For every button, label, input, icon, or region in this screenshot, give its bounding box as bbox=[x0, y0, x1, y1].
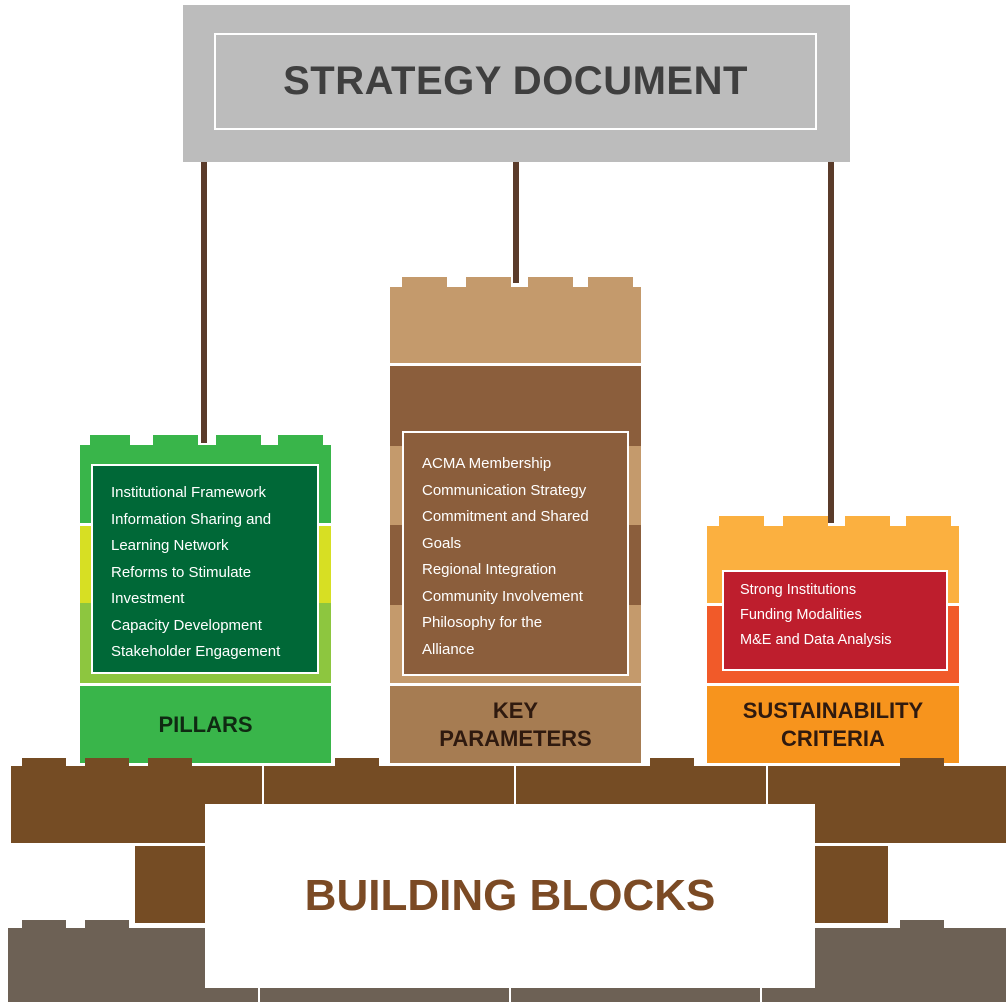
list-item: Strong Institutions bbox=[740, 582, 857, 598]
key-parameters-stud bbox=[402, 277, 447, 287]
list-item: Alliance bbox=[422, 640, 475, 658]
connector-key-parameters bbox=[513, 162, 519, 283]
list-item: Community Involvement bbox=[422, 587, 583, 605]
building-blocks-title: BUILDING BLOCKS bbox=[304, 871, 716, 920]
pillars-label-band: PILLARS bbox=[80, 686, 331, 763]
connector-sustainability bbox=[828, 162, 834, 523]
list-item: Commitment and Shared bbox=[422, 508, 589, 525]
key-parameters-list: ACMA Membership Communication Strategy C… bbox=[422, 451, 627, 663]
key-parameters-list-box: ACMA Membership Communication Strategy C… bbox=[402, 431, 629, 676]
pillars-stud bbox=[153, 435, 198, 445]
strategy-document-frame: STRATEGY DOCUMENT bbox=[214, 33, 817, 130]
sustainability-label-line2: CRITERIA bbox=[781, 725, 885, 751]
key-parameters-stud bbox=[466, 277, 511, 287]
sustainability-stud bbox=[906, 516, 951, 526]
pillars-list-box: Institutional Framework Information Shar… bbox=[91, 464, 319, 674]
connector-pillars bbox=[201, 162, 207, 443]
list-item: Capacity Development bbox=[111, 616, 262, 634]
pillars-stud bbox=[90, 435, 130, 445]
sustainability-label-band: SUSTAINABILITY CRITERIA bbox=[707, 686, 959, 763]
sustainability-list: Strong Institutions Funding Modalities M… bbox=[740, 578, 946, 653]
sustainability-list-box: Strong Institutions Funding Modalities M… bbox=[722, 570, 948, 671]
sustainability-label-line1: SUSTAINABILITY bbox=[742, 697, 924, 723]
pillars-divider bbox=[80, 683, 331, 686]
key-parameters-divider bbox=[390, 363, 641, 366]
pillars-label: PILLARS bbox=[158, 711, 253, 737]
key-parameters-label-band: KEY PARAMETERS bbox=[390, 686, 641, 763]
list-item: Funding Modalities bbox=[740, 607, 862, 623]
building-blocks-base: BUILDING BLOCKS bbox=[0, 752, 1006, 1002]
sustainability-stud bbox=[719, 516, 764, 526]
key-parameters-label-line2: PARAMETERS bbox=[439, 725, 592, 751]
key-parameters-stud bbox=[588, 277, 633, 287]
pillars-list: Institutional Framework Information Shar… bbox=[111, 480, 317, 666]
list-item: Reforms to Stimulate bbox=[111, 563, 252, 581]
pillars-stud bbox=[216, 435, 261, 445]
list-item: Philosophy for the bbox=[422, 614, 543, 631]
pillars-stud bbox=[278, 435, 323, 445]
list-item: Investment bbox=[111, 590, 185, 607]
list-item: Goals bbox=[422, 534, 462, 552]
sustainability-stud bbox=[783, 516, 828, 526]
list-item: Stakeholder Engagement bbox=[111, 643, 281, 660]
key-parameters-stud bbox=[528, 277, 573, 287]
key-parameters-label-line1: KEY bbox=[492, 697, 539, 723]
sustainability-stud bbox=[845, 516, 890, 526]
pillars-block: PILLARS Institutional Framework Informat… bbox=[80, 435, 331, 763]
key-parameters-block: KEY PARAMETERS ACMA Membership Communica… bbox=[390, 277, 641, 763]
list-item: Regional Integration bbox=[422, 561, 557, 578]
key-parameters-top-band bbox=[390, 287, 641, 363]
key-parameters-divider bbox=[390, 683, 641, 686]
list-item: Institutional Framework bbox=[111, 484, 267, 501]
sustainability-block: SUSTAINABILITY CRITERIA Strong Instituti… bbox=[707, 516, 959, 763]
building-blocks-panel: BUILDING BLOCKS bbox=[205, 804, 815, 988]
list-item: ACMA Membership bbox=[422, 455, 552, 472]
list-item: M&E and Data Analysis bbox=[740, 632, 892, 648]
strategy-document-title: STRATEGY DOCUMENT bbox=[283, 59, 748, 103]
list-item: Learning Network bbox=[111, 537, 229, 554]
sustainability-divider bbox=[707, 683, 959, 686]
list-item: Information Sharing and bbox=[111, 510, 272, 528]
list-item: Communication Strategy bbox=[422, 481, 587, 499]
strategy-document-block bbox=[183, 5, 850, 162]
